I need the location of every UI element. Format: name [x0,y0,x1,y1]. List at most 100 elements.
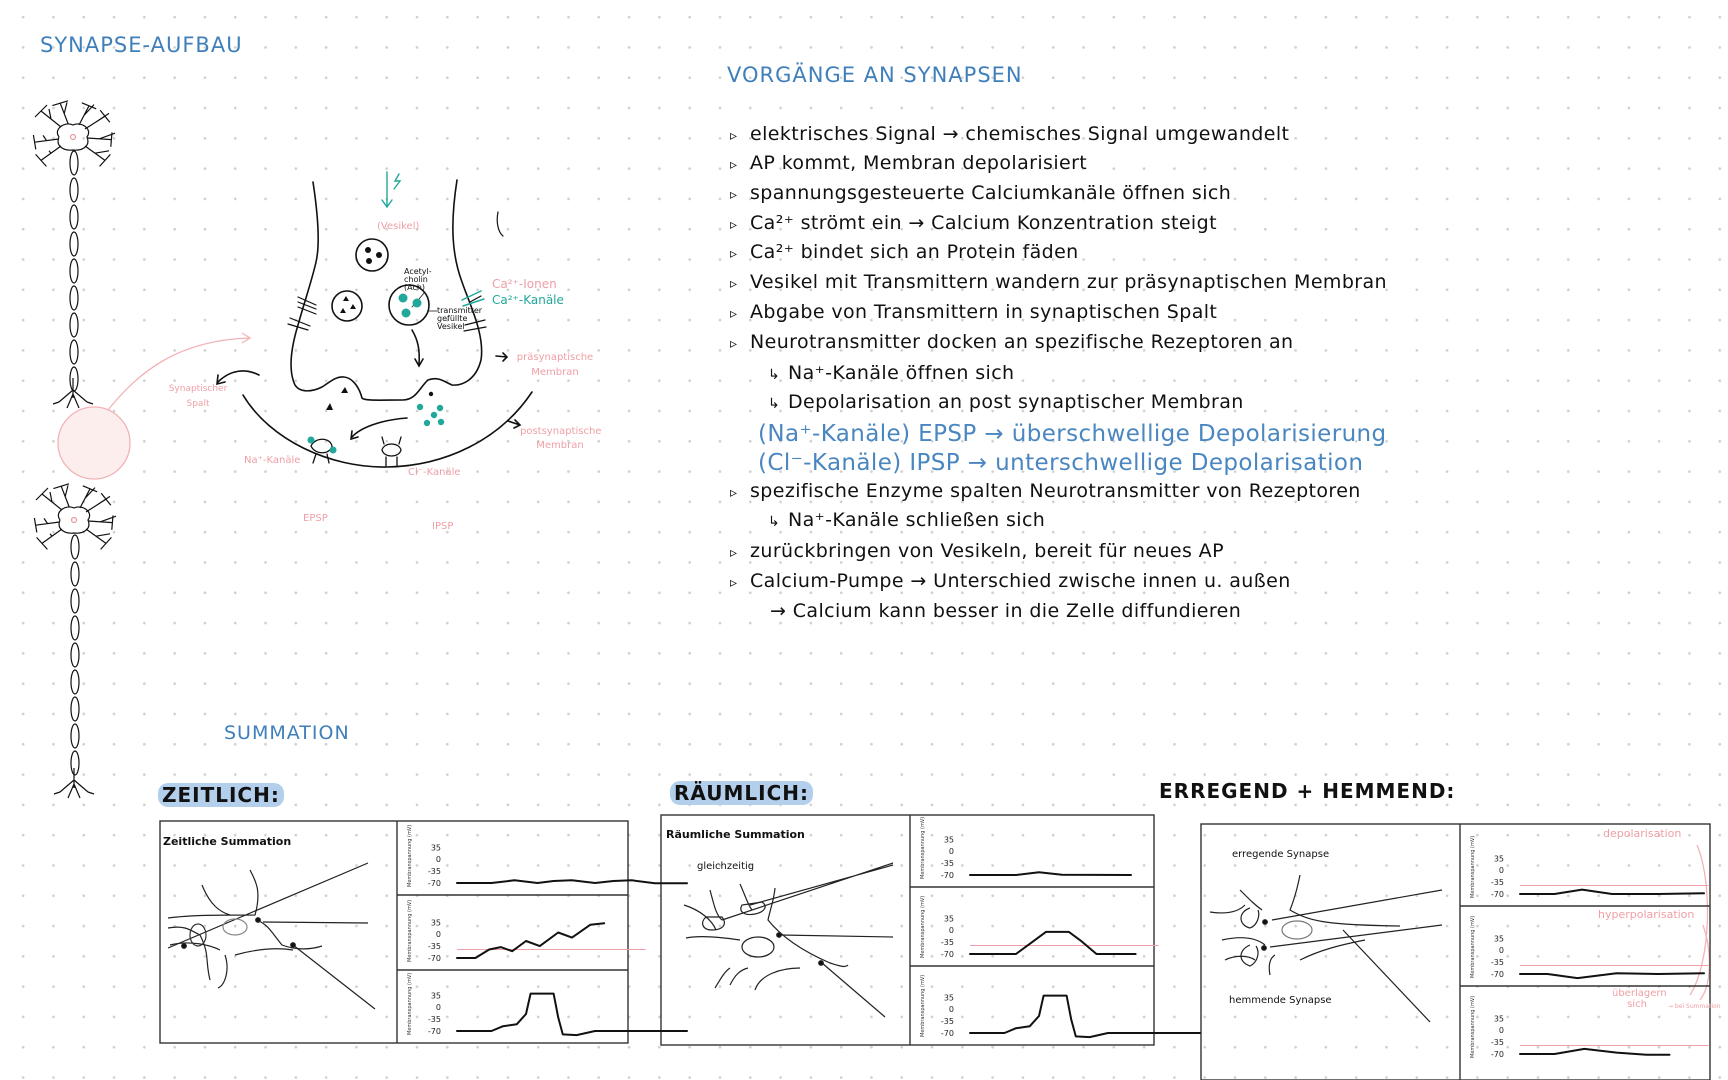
y-tick-label: -35 [941,1017,954,1026]
vesicle-dots [355,238,389,272]
process-item: ▹Ca²⁺ bindet sich an Protein fäden [730,241,1079,263]
process-item-text: zurückbringen von Vesikeln, bereit für n… [750,540,1224,562]
triangle-bullet-icon: ▹ [730,276,738,292]
y-tick-label: 35 [1494,854,1504,863]
summation-title: SUMMATION [224,722,350,744]
y-tick-label: -35 [1491,1038,1504,1047]
process-item-text: Ca²⁺ strömt ein → Calcium Konzentration … [750,212,1217,234]
graph-bump: Membranspannung (mV)350-35-70 [920,817,1132,880]
process-item: ▹spezifische Enzyme spalten Neurotransmi… [730,480,1361,502]
y-tick-label: 0 [1499,866,1504,875]
y-tick-label: 0 [436,930,441,939]
y-tick-label: -70 [941,871,954,880]
y-tick-label: -70 [428,879,441,888]
myelin-segment [69,339,79,365]
y-tick-label: -35 [941,938,954,947]
myelin-segment [70,588,80,614]
process-item: ▹spannungsgesteuerte Calciumkanäle öffne… [730,182,1231,204]
y-tick-label: -35 [428,867,441,876]
potential-curve [456,922,606,959]
potential-curve [456,992,688,1037]
label-epsp: EPSP [303,513,328,524]
process-item: (Cl⁻-Kanäle) IPSP → unterschwellige Depo… [758,450,1363,476]
potential-curve [1519,888,1705,895]
return-arrow-icon: ↳ [768,396,781,412]
channel-hash-right [463,319,487,332]
cl-channel [381,436,402,467]
process-item: ▹elektrisches Signal → chemisches Signal… [730,123,1289,145]
graph-plateau: Membranspannung (mV)350-35-70 [920,896,1159,959]
lightning-icon [393,173,402,190]
triangle-bullet-icon: ▹ [730,128,738,144]
potential-curve [969,871,1132,876]
process-item-text: → Calcium kann besser in die Zelle diffu… [770,600,1242,622]
myelin-segment [70,750,80,776]
y-axis-label: Membranspannung (mV) [1470,916,1476,978]
neuron-lower [33,483,117,799]
process-item-text: (Cl⁻-Kanäle) IPSP → unterschwellige Depo… [758,450,1364,476]
process-item-text: Abgabe von Transmittern in synaptischen … [750,301,1218,323]
potential-curve [456,879,688,885]
process-item: ↳ Na⁺-Kanäle öffnen sich [768,362,1014,384]
myelin-segment [70,723,80,749]
label-ca-kanaele: Ca²⁺-Kanäle [492,293,564,307]
y-axis-label: Membranspannung (mV) [1470,836,1476,898]
y-tick-label: 0 [949,926,954,935]
label-praesynaptisch: präsynaptische Membran [516,352,594,378]
y-tick-label: -70 [1491,890,1504,899]
release-arrow [350,417,408,441]
erregend-heading: ERREGEND + HEMMEND: [1159,779,1456,803]
postsynaptic-membrane [242,391,533,468]
y-tick-label: -70 [941,950,954,959]
neuron-upper [32,100,116,409]
y-axis-label: Membranspannung (mV) [1470,996,1476,1058]
y-axis-label: Membranspannung (mV) [920,975,926,1037]
return-arrow-icon: ↳ [768,367,781,383]
zeitlich-figure-title: Zeitliche Summation [163,835,292,848]
myelin-segment [69,285,79,311]
membrane-potential-graphs: Membranspannung (mV)350-35-70Membranspan… [159,814,1711,1080]
process-item: (Na⁺-Kanäle) EPSP → überschwellige Depol… [758,421,1387,447]
myelin-segment [70,615,80,641]
triangle-bullet-icon: ▹ [730,336,738,352]
stray-mark [496,211,504,237]
potential-curve [1519,1047,1671,1056]
process-item: ▹ Calcium-Pumpe → Unterschied zwische inn… [730,570,1291,592]
process-item-text: Ca²⁺ bindet sich an Protein fäden [750,241,1079,263]
vesicle-transmitter [388,284,430,326]
myelin-segment [69,204,79,230]
triangle-bullet-icon: ▹ [730,485,738,501]
synapse-diagram [216,171,533,468]
y-tick-label: 35 [1494,934,1504,943]
triangle-bullet-icon: ▹ [730,187,738,203]
process-item: ▹Ca²⁺ strömt ein → Calcium Konzentration… [730,212,1217,234]
triangle-bullet-icon: ▹ [730,575,738,591]
label-cl-kanaele: Cl⁻-Kanäle [408,467,461,478]
y-tick-label: -70 [428,954,441,963]
erregend-neuron-sketch [1209,874,1443,1023]
y-tick-label: 35 [431,918,441,927]
triangle-bullet-icon: ▹ [730,545,738,561]
pre-label-arrow [495,352,509,362]
vesicle-triangles [331,290,363,322]
myelin-segment [69,177,79,203]
y-tick-label: -35 [1491,878,1504,887]
graph-bumps: Membranspannung (mV)350-35-70 [407,825,688,888]
process-item-text: Calcium-Pumpe → Unterschied zwische inne… [750,570,1291,592]
myelin-segment [69,312,79,338]
erregend-label-excitatory: erregende Synapse [1232,849,1330,860]
y-tick-label: -70 [941,1029,954,1038]
process-item-text: Na⁺-Kanäle öffnen sich [788,362,1015,384]
nucleus [69,133,77,141]
label-na-kanaele: Na⁺-Kanäle [244,455,301,466]
myelin-segment [70,669,80,695]
y-tick-label: 35 [944,914,954,923]
y-tick-label: 0 [1499,946,1504,955]
y-tick-label: 35 [944,993,954,1002]
na-channel [310,438,333,464]
y-tick-label: 0 [949,847,954,856]
y-tick-label: -35 [428,942,441,951]
process-title: VORGÄNGE AN SYNAPSEN [727,63,1023,87]
potential-curve [1519,972,1705,980]
